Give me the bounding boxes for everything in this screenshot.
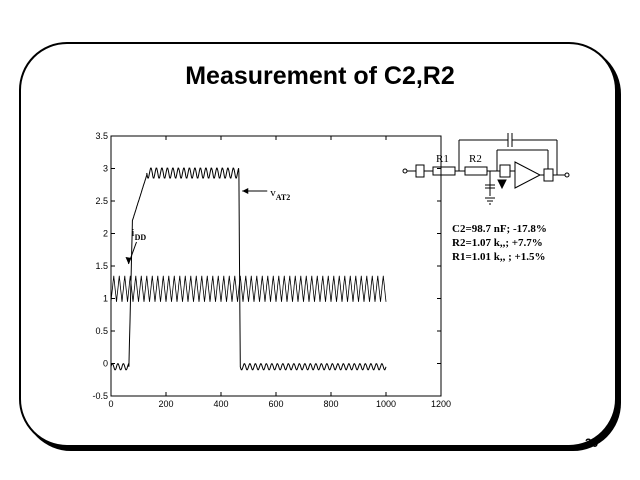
slide-title: Measurement of C2,R2	[185, 62, 455, 90]
op-amp-symbol	[514, 161, 542, 189]
result-c2: C2=98.7 nF; -17.8%	[452, 223, 547, 235]
annotation-vat2: vAT2	[270, 187, 290, 202]
resistor-r1	[432, 166, 456, 176]
y-tick-label: 2	[103, 229, 108, 239]
x-tick-label: 600	[268, 399, 283, 409]
y-tick-label: 1	[103, 294, 108, 304]
x-tick-label: 200	[158, 399, 173, 409]
r2-label: R2	[469, 153, 482, 165]
series-line-vat2	[110, 167, 387, 371]
y-tick-label: -0.5	[92, 391, 108, 401]
y-tick-label: 3.5	[95, 131, 108, 141]
result-r1: R1=1.01 k,, ; +1.5%	[452, 251, 546, 263]
r1-label: R1	[436, 153, 449, 165]
x-tick-label: 0	[108, 399, 113, 409]
buffer-box	[499, 164, 511, 178]
output-terminal	[564, 172, 570, 178]
result-r2: R2=1.07 k,,; +7.7%	[452, 237, 543, 249]
x-tick-label: 1200	[431, 399, 451, 409]
slide-frame	[19, 42, 617, 447]
y-tick-label: 2.5	[95, 196, 108, 206]
series-line-idd	[110, 275, 387, 302]
y-tick-label: 0.5	[95, 326, 108, 336]
x-tick-label: 800	[323, 399, 338, 409]
page-number: 20	[585, 436, 599, 450]
y-tick-label: 0	[103, 359, 108, 369]
plot-series	[110, 167, 387, 371]
probe-arrow-icon	[497, 179, 507, 190]
source-box	[415, 164, 425, 178]
x-tick-label: 400	[213, 399, 228, 409]
arrow-head-icon	[242, 188, 249, 194]
x-tick-label: 1000	[376, 399, 396, 409]
y-tick-label: 1.5	[95, 261, 108, 271]
op-amp-circuit-diagram	[402, 133, 570, 205]
plot-annotations: vAT2 iDD	[125, 187, 290, 265]
output-box	[543, 168, 554, 182]
arrow-head-icon	[125, 257, 132, 264]
resistor-r2	[464, 166, 488, 176]
results-text: C2=98.7 nF; -17.8% R2=1.07 k,,; +7.7% R1…	[452, 222, 547, 264]
y-tick-label: 3	[103, 164, 108, 174]
annotation-idd: iDD	[132, 227, 147, 242]
input-terminal	[402, 168, 408, 174]
